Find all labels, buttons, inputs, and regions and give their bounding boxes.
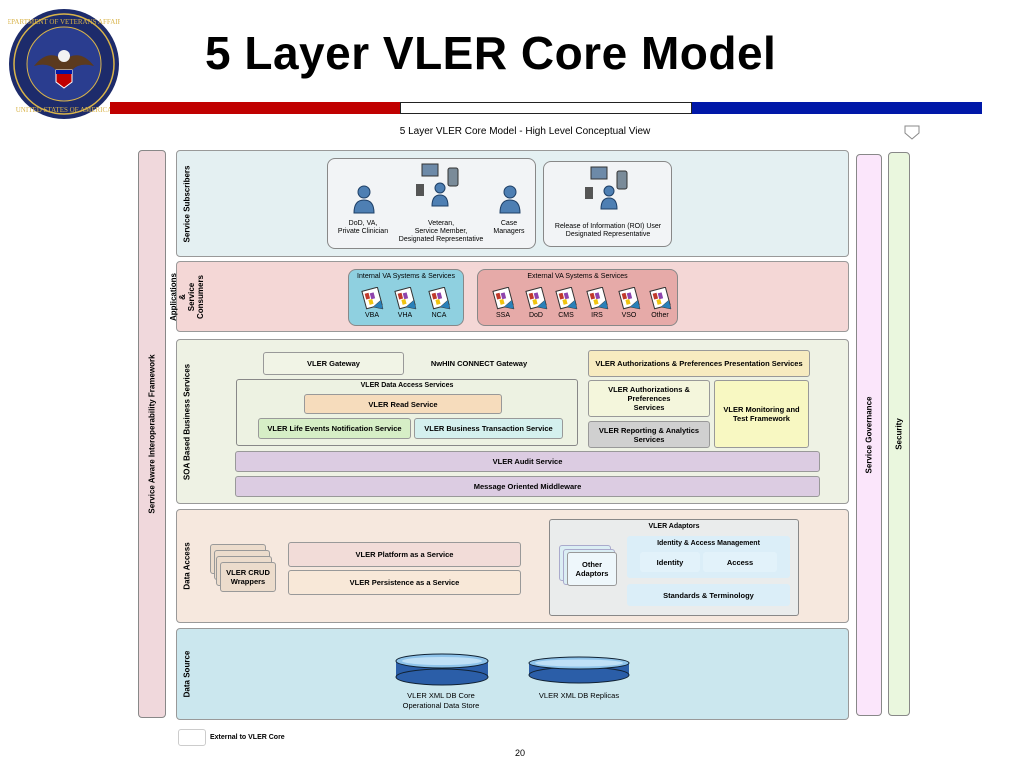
app-window-icon <box>649 286 672 310</box>
app-window-icon <box>394 286 417 310</box>
slide-title: 5 Layer VLER Core Model <box>205 27 777 79</box>
app-system-label: IRS <box>591 312 603 319</box>
nwhin-gateway-label: NwHIN CONNECT Gateway <box>430 359 528 368</box>
legend-swatch <box>178 729 206 746</box>
layer-label-soa: SOA Based Business Services <box>182 363 192 480</box>
service-governance-bar: Service Governance <box>856 154 882 716</box>
app-system-external-5: Other <box>647 286 673 323</box>
auth-presentation-box: VLER Authorizations & Preferences Presen… <box>588 350 810 377</box>
app-system-label: NCA <box>431 312 447 319</box>
app-window-icon <box>361 286 384 310</box>
layer-label-subscribers: Service Subscribers <box>182 165 192 242</box>
person-icon <box>353 185 375 214</box>
xml-db-core-label: VLER XML DB Core Operational Data Store <box>402 691 480 710</box>
app-system-external-1: DoD <box>523 286 549 323</box>
app-system-label: DoD <box>528 312 543 319</box>
vler-gateway-box: VLER Gateway <box>263 352 404 375</box>
access-box: Access <box>703 552 777 572</box>
internal-va-systems-title: Internal VA Systems & Services <box>357 273 455 280</box>
service-aware-interoperability-framework: Service Aware Interoperability Framework <box>138 150 166 718</box>
database-disk-icon <box>395 653 489 686</box>
white-stripe <box>400 102 692 114</box>
person-icon <box>499 185 521 214</box>
subscriber-veteran: Veteran, Service Member, Designated Repr… <box>398 220 484 243</box>
app-system-internal-2: NCA <box>426 286 452 323</box>
app-system-label: Other <box>651 312 669 319</box>
app-system-external-0: SSA <box>490 286 516 323</box>
app-system-label: CMS <box>558 312 574 319</box>
page-number: 20 <box>515 748 526 758</box>
vler-read-service-box: VLER Read Service <box>304 394 502 414</box>
auth-services-box: VLER Authorizations & Preferences Servic… <box>588 380 710 417</box>
external-va-systems-title: External VA Systems & Services <box>527 273 628 280</box>
app-window-icon <box>525 286 548 310</box>
business-transaction-box: VLER Business Transaction Service <box>414 418 563 439</box>
workstation-group-icon <box>585 166 628 210</box>
subscriber-case-managers: Case Managers <box>493 220 525 235</box>
framework-label: Service Aware Interoperability Framework <box>147 354 157 514</box>
standards-terminology-box: Standards & Terminology <box>627 584 790 606</box>
app-system-internal-0: VBA <box>359 286 385 323</box>
identity-box: Identity <box>640 552 700 572</box>
service-governance-label: Service Governance <box>864 396 874 474</box>
app-window-icon <box>618 286 641 310</box>
app-system-internal-1: VHA <box>392 286 418 323</box>
shield-icon <box>904 125 920 140</box>
monitoring-framework-box: VLER Monitoring and Test Framework <box>714 380 809 448</box>
blue-stripe <box>692 102 982 114</box>
red-stripe <box>110 102 400 114</box>
diagram-heading: 5 Layer VLER Core Model - High Level Con… <box>399 126 651 137</box>
vler-audit-service-bar: VLER Audit Service <box>235 451 820 472</box>
subscriber-dod-va: DoD, VA, Private Clinician <box>337 220 389 235</box>
app-system-label: VSO <box>621 312 637 319</box>
workstation-group-icon <box>416 163 459 207</box>
security-bar: Security <box>888 152 910 716</box>
life-events-box: VLER Life Events Notification Service <box>258 418 411 439</box>
data-access-services-title: VLER Data Access Services <box>360 382 454 389</box>
layer-label-data-access: Data Access <box>182 542 192 590</box>
security-label: Security <box>894 418 904 450</box>
layer-data-source: Data Source <box>176 628 849 720</box>
database-disk-icon <box>528 656 630 684</box>
reporting-analytics-box: VLER Reporting & Analytics Services <box>588 421 710 448</box>
legend-label: External to VLER Core <box>210 734 285 741</box>
app-system-external-4: VSO <box>616 286 642 323</box>
app-system-label: VHA <box>397 312 413 319</box>
xml-db-replicas-label: VLER XML DB Replicas <box>538 691 620 700</box>
vler-paas-box: VLER Platform as a Service <box>288 542 521 567</box>
app-system-label: SSA <box>495 312 510 319</box>
svg-text:DEPARTMENT OF VETERANS AFFAIRS: DEPARTMENT OF VETERANS AFFAIRS <box>8 18 120 26</box>
va-seal-logo: DEPARTMENT OF VETERANS AFFAIRS UNITED ST… <box>8 9 120 119</box>
subscriber-roi-user: Release of Information (ROI) User Design… <box>554 223 662 238</box>
app-window-icon <box>555 286 578 310</box>
vler-adaptors-title: VLER Adaptors <box>648 523 700 530</box>
svg-text:UNITED STATES OF AMERICA: UNITED STATES OF AMERICA <box>16 106 112 114</box>
vler-crud-wrappers-box: VLER CRUD Wrappers <box>220 562 276 592</box>
message-middleware-bar: Message Oriented Middleware <box>235 476 820 497</box>
app-window-icon <box>428 286 451 310</box>
layer-label-data-source: Data Source <box>182 650 192 698</box>
app-window-icon <box>586 286 609 310</box>
app-system-label: VBA <box>364 312 379 319</box>
app-system-external-2: CMS <box>553 286 579 323</box>
app-system-external-3: IRS <box>584 286 610 323</box>
layer-label-applications: Applications & Service Consumers <box>169 272 205 321</box>
iam-title: Identity & Access Management <box>657 540 760 547</box>
vler-persistence-box: VLER Persistence as a Service <box>288 570 521 595</box>
other-adaptors-box: Other Adaptors <box>567 552 617 586</box>
app-window-icon <box>492 286 515 310</box>
